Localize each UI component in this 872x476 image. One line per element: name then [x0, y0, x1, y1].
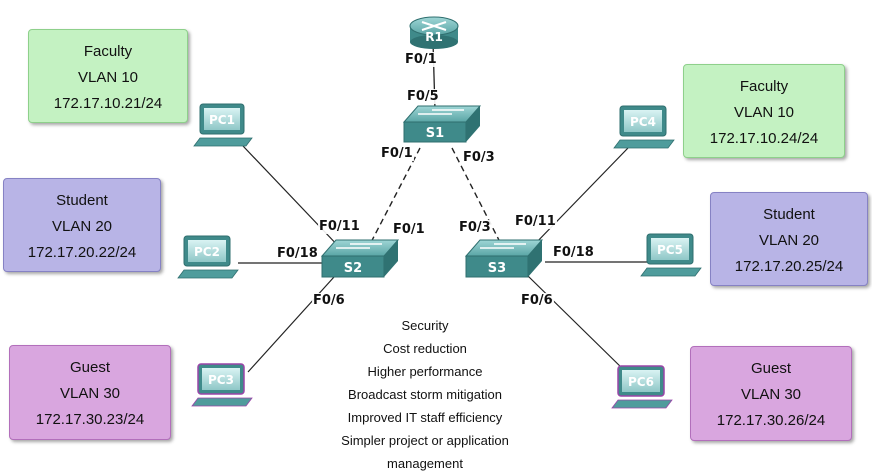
- port-label-s3-trunk: F0/3: [458, 220, 492, 235]
- vlan-benefits-list: Security Cost reduction Higher performan…: [300, 314, 550, 475]
- vlan-box-ip: 172.17.20.25/24: [734, 258, 844, 275]
- vlan-box-vlan: VLAN 10: [733, 104, 795, 121]
- pc6-icon[interactable]: PC6: [611, 365, 673, 409]
- switch-s1-icon[interactable]: S1: [402, 105, 482, 143]
- benefit-item: Security: [401, 318, 449, 333]
- vlan-box-role: Guest: [750, 360, 792, 377]
- port-label-s1-right: F0/3: [462, 150, 496, 165]
- port-label-r1-s1: F0/1: [404, 52, 438, 67]
- benefit-item: Cost reduction: [383, 341, 467, 356]
- port-label-s2-pc2: F0/18: [276, 246, 319, 261]
- vlan-box-ip: 172.17.20.22/24: [27, 244, 137, 261]
- vlan-box-pc5: Student VLAN 20 172.17.20.25/24: [710, 192, 868, 286]
- vlan-box-vlan: VLAN 10: [77, 69, 139, 86]
- pc2-icon[interactable]: PC2: [177, 235, 239, 279]
- trunk-s1-s2: [366, 147, 421, 251]
- pc2-label: PC2: [194, 245, 220, 259]
- vlan-box-role: Faculty: [83, 43, 133, 60]
- vlan-box-ip: 172.17.30.26/24: [716, 412, 826, 429]
- vlan-box-pc2: Student VLAN 20 172.17.20.22/24: [3, 178, 161, 272]
- vlan-box-vlan: VLAN 30: [740, 386, 802, 403]
- pc3-icon[interactable]: PC3: [191, 363, 253, 407]
- port-label-s3-pc4: F0/11: [514, 214, 557, 229]
- vlan-box-vlan: VLAN 20: [51, 218, 113, 235]
- vlan-box-role: Student: [763, 206, 815, 223]
- link-pc6-s3: [527, 275, 627, 373]
- switch-s3-icon[interactable]: S3: [464, 239, 544, 278]
- vlan-box-vlan: VLAN 20: [758, 232, 820, 249]
- vlan-box-role: Faculty: [739, 78, 789, 95]
- link-pc3-s2: [247, 276, 335, 373]
- switch-s3-label: S3: [488, 261, 506, 276]
- vlan-box-role: Guest: [69, 359, 111, 376]
- trunk-s1-s3: [451, 147, 504, 249]
- pc5-label: PC5: [657, 243, 683, 257]
- switch-s2-icon[interactable]: S2: [320, 239, 400, 278]
- vlan-box-pc6: Guest VLAN 30 172.17.30.26/24: [690, 346, 852, 441]
- vlan-box-ip: 172.17.10.24/24: [709, 130, 819, 147]
- port-label-s2-pc3: F0/6: [312, 293, 346, 308]
- port-label-s2-trunk: F0/1: [392, 222, 426, 237]
- vlan-box-ip: 172.17.10.21/24: [53, 95, 163, 112]
- vlan-box-vlan: VLAN 30: [59, 385, 121, 402]
- benefit-item: Broadcast storm mitigation: [348, 387, 502, 402]
- switch-s2-label: S2: [344, 261, 362, 276]
- link-pc1-s2: [242, 145, 343, 251]
- pc3-label: PC3: [208, 373, 234, 387]
- vlan-box-ip: 172.17.30.23/24: [35, 411, 145, 428]
- router-icon[interactable]: R1: [409, 16, 459, 49]
- pc5-icon[interactable]: PC5: [640, 233, 702, 277]
- port-label-s2-pc1: F0/11: [318, 219, 361, 234]
- vlan-box-pc3: Guest VLAN 30 172.17.30.23/24: [9, 345, 171, 440]
- pc4-label: PC4: [630, 115, 656, 129]
- benefit-item: Improved IT staff efficiency: [347, 410, 503, 425]
- vlan-box-pc1: Faculty VLAN 10 172.17.10.21/24: [28, 29, 188, 123]
- port-label-s1-up: F0/5: [406, 89, 440, 104]
- router-label: R1: [425, 30, 443, 44]
- benefit-item: Simpler project or application: [341, 433, 509, 448]
- vlan-box-role: Student: [56, 192, 108, 209]
- benefit-item: management: [387, 456, 463, 471]
- port-label-s1-left: F0/1: [380, 146, 414, 161]
- link-pc4-s3: [531, 147, 629, 248]
- pc1-icon[interactable]: PC1: [193, 103, 253, 147]
- switch-s1-label: S1: [426, 126, 444, 141]
- pc4-icon[interactable]: PC4: [613, 105, 675, 149]
- pc1-label: PC1: [209, 113, 235, 127]
- port-label-s3-pc5: F0/18: [552, 245, 595, 260]
- port-label-s3-pc6: F0/6: [520, 293, 554, 308]
- vlan-box-pc4: Faculty VLAN 10 172.17.10.24/24: [683, 64, 845, 158]
- benefit-item: Higher performance: [367, 364, 483, 379]
- pc6-label: PC6: [628, 375, 654, 389]
